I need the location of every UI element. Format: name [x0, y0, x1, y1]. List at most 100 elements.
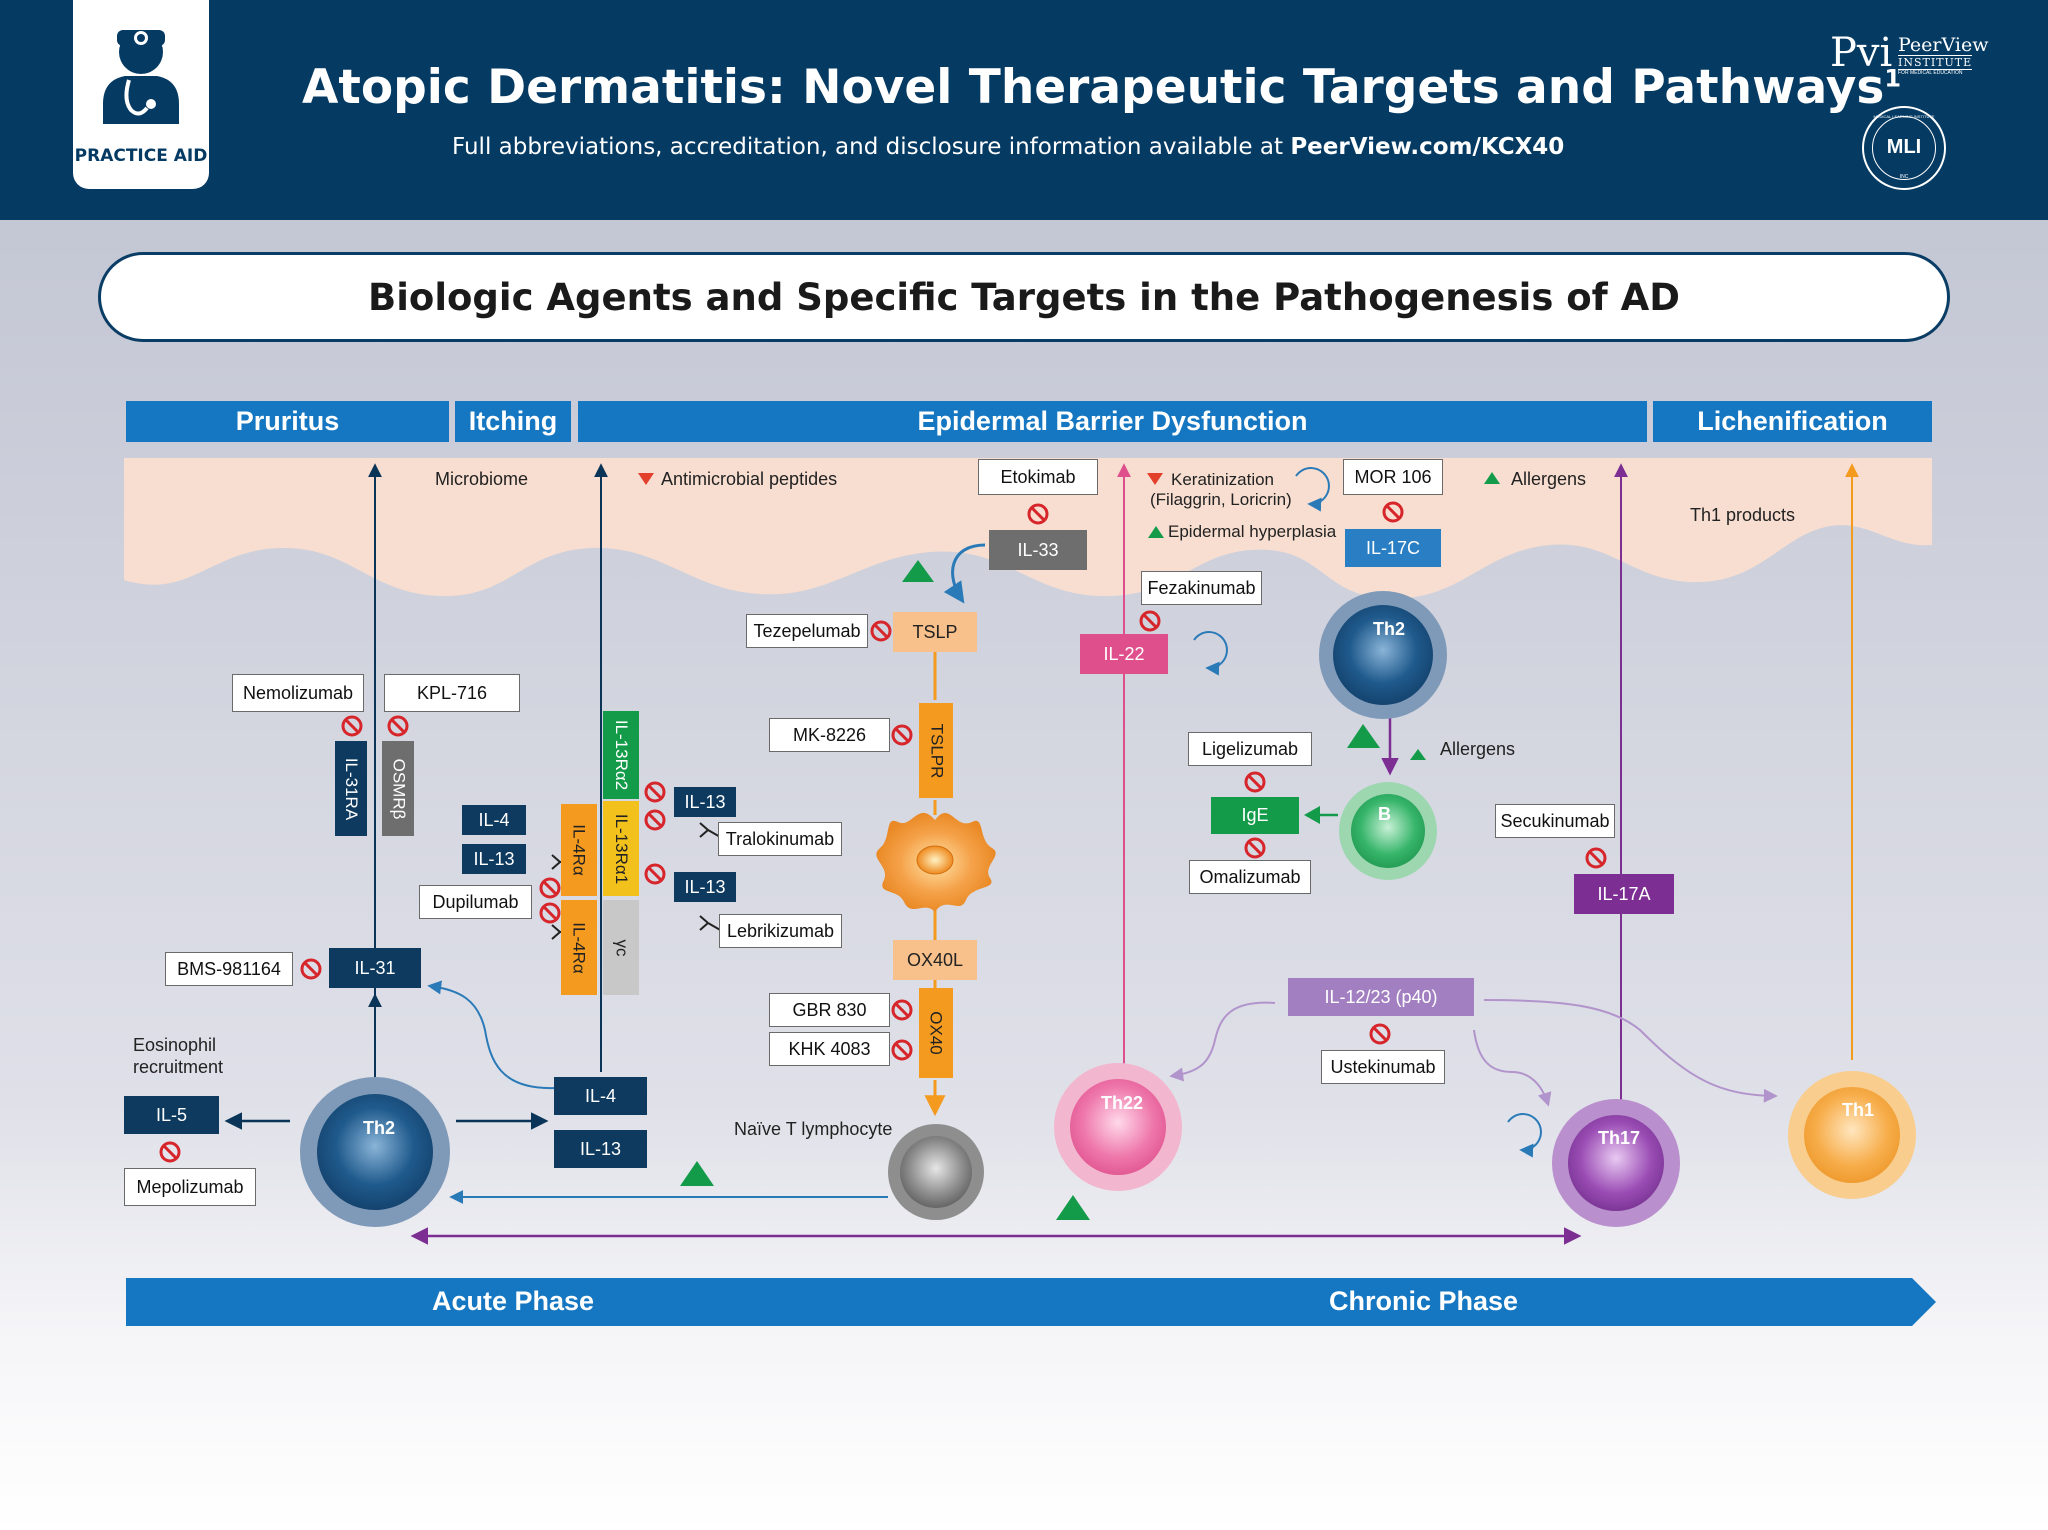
mli-logo: MLI MEDICAL LEARNING INSTITUTE INC: [1862, 106, 1946, 190]
inhibit-icon: [1139, 610, 1161, 632]
inhibit-icon: [644, 809, 666, 831]
eosinophil-label-2: recruitment: [133, 1057, 224, 1077]
il4ra-receptor-lower: IL-4Rα: [561, 900, 597, 995]
inhibit-icon: [870, 620, 892, 642]
inhibit-icon: [1382, 501, 1404, 523]
inhibit-icon: [1585, 847, 1607, 869]
ox40-receptor: OX40: [919, 988, 953, 1078]
il13-molecule-output: IL-13: [554, 1130, 647, 1168]
section-title-box: Biologic Agents and Specific Targets in …: [98, 252, 1950, 342]
inhibit-icon: [1244, 837, 1266, 859]
il31-molecule: IL-31: [329, 948, 421, 988]
title-text: Atopic Dermatitis: Novel Therapeutic Tar…: [302, 60, 1885, 115]
mor106-box: MOR 106: [1343, 459, 1443, 495]
inhibit-icon: [159, 1141, 181, 1163]
ige-molecule: IgE: [1211, 797, 1299, 834]
khk4083-box: KHK 4083: [769, 1032, 890, 1066]
inhibit-icon: [539, 877, 561, 899]
mli-text: MLI: [1886, 136, 1922, 158]
tslp-molecule: TSLP: [893, 612, 977, 652]
mli-ring-text: MEDICAL LEARNING INSTITUTE: [1873, 114, 1935, 119]
dupilumab-box: Dupilumab: [419, 885, 532, 919]
osmrb-receptor: OSMRβ: [382, 741, 414, 836]
th2-cell-left: [300, 1077, 450, 1227]
tslpr-label: TSLPR: [927, 723, 947, 778]
mepolizumab-box: Mepolizumab: [124, 1168, 256, 1206]
title-superscript: 1: [1884, 64, 1902, 93]
naive-t-cell: [888, 1124, 984, 1220]
il22-molecule: IL-22: [1080, 634, 1168, 674]
th1-products-label: Th1 products: [1690, 505, 1796, 525]
il13-molecule-upper: IL-13: [674, 787, 736, 817]
il4-molecule: IL-4: [462, 805, 526, 835]
il17c-molecule: IL-17C: [1345, 529, 1441, 567]
inhibit-icon: [1027, 503, 1049, 525]
yc-label: γc: [612, 939, 631, 956]
inhibit-icon: [644, 863, 666, 885]
pvi-logo: Pvi: [1830, 30, 1893, 76]
page-title: Atopic Dermatitis: Novel Therapeutic Tar…: [302, 60, 1901, 115]
il4ra-lower-label: IL-4Rα: [570, 921, 589, 974]
gbr830-box: GBR 830: [769, 993, 890, 1027]
th17-label: Th17: [1598, 1128, 1641, 1148]
b-cell: [1339, 782, 1437, 880]
inhibit-icon: [387, 715, 409, 737]
badge-label: PRACTICE AID: [74, 146, 208, 166]
b-cell-label: B: [1378, 804, 1391, 824]
mk8226-box: MK-8226: [769, 718, 890, 752]
inhibit-icon: [300, 958, 322, 980]
institute-logo-text: INSTITUTE: [1898, 55, 1973, 70]
etokimab-box: Etokimab: [978, 459, 1098, 495]
inhibit-icon: [891, 724, 913, 746]
ligelizumab-box: Ligelizumab: [1188, 732, 1312, 766]
il4-molecule-output: IL-4: [554, 1077, 647, 1115]
tezepelumab-box: Tezepelumab: [746, 614, 868, 648]
il1223-molecule: IL-12/23 (p40): [1288, 978, 1474, 1016]
nemolizumab-box: Nemolizumab: [232, 674, 364, 712]
category-pruritus: Pruritus: [126, 401, 449, 442]
il13ra1-receptor: IL-13Rα1: [603, 801, 639, 896]
doctor-icon: [103, 30, 179, 124]
inhibit-icon: [341, 715, 363, 737]
cycle-icon: [1193, 467, 1542, 1158]
microbiome-label: Microbiome: [435, 469, 529, 489]
th1-label: Th1: [1842, 1100, 1875, 1120]
mli-inc: INC: [1899, 174, 1909, 180]
chronic-phase-label: Chronic Phase: [1329, 1286, 1519, 1316]
allergens-mid-label: Allergens: [1440, 739, 1516, 759]
il4ra-receptor-upper: IL-4Rα: [561, 804, 597, 896]
omalizumab-box: Omalizumab: [1189, 860, 1311, 894]
tslpr-receptor: TSLPR: [919, 703, 953, 798]
th22-label: Th22: [1101, 1093, 1144, 1113]
il13ra2-receptor: IL-13Rα2: [603, 711, 639, 799]
category-lichenification: Lichenification: [1653, 401, 1932, 442]
phase-arrow: [126, 1278, 1936, 1326]
th2-left-label: Th2: [363, 1118, 396, 1138]
inhibit-icon: [1244, 771, 1266, 793]
skin-layer: [124, 458, 1932, 599]
ustekinumab-box: Ustekinumab: [1321, 1050, 1445, 1084]
header-banner: PRACTICE AID Atopic Dermatitis: Novel Th…: [0, 0, 2048, 220]
osmrb-label: OSMRβ: [389, 758, 408, 819]
il13-molecule-lower: IL-13: [674, 872, 736, 902]
il13-molecule-left: IL-13: [462, 844, 526, 874]
peerview-logo-text: PeerView: [1898, 34, 1989, 56]
section-title: Biologic Agents and Specific Targets in …: [368, 275, 1680, 319]
naive-t-lymphocyte-label: Naïve T lymphocyte: [734, 1119, 893, 1139]
il31ra-receptor: IL-31RA: [335, 741, 367, 836]
il4ra-upper-label: IL-4Rα: [570, 824, 589, 876]
th1-cell: [1788, 1071, 1916, 1199]
il5-molecule: IL-5: [124, 1096, 219, 1134]
th2-cell-top: [1319, 591, 1447, 719]
allergens-top-label: Allergens: [1511, 469, 1587, 489]
th22-cell: [1054, 1063, 1182, 1191]
keratinization-sub-label: (Filaggrin, Loricrin): [1150, 490, 1292, 509]
kpl716-box: KPL-716: [384, 674, 520, 712]
inhibit-icon: [891, 1039, 913, 1061]
keratinization-label: Keratinization: [1171, 470, 1275, 489]
page-subtitle: Full abbreviations, accreditation, and d…: [452, 134, 1564, 160]
subtitle-link[interactable]: PeerView.com/KCX40: [1290, 134, 1565, 160]
il31ra-label: IL-31RA: [342, 757, 361, 820]
il17a-molecule: IL-17A: [1574, 874, 1674, 914]
